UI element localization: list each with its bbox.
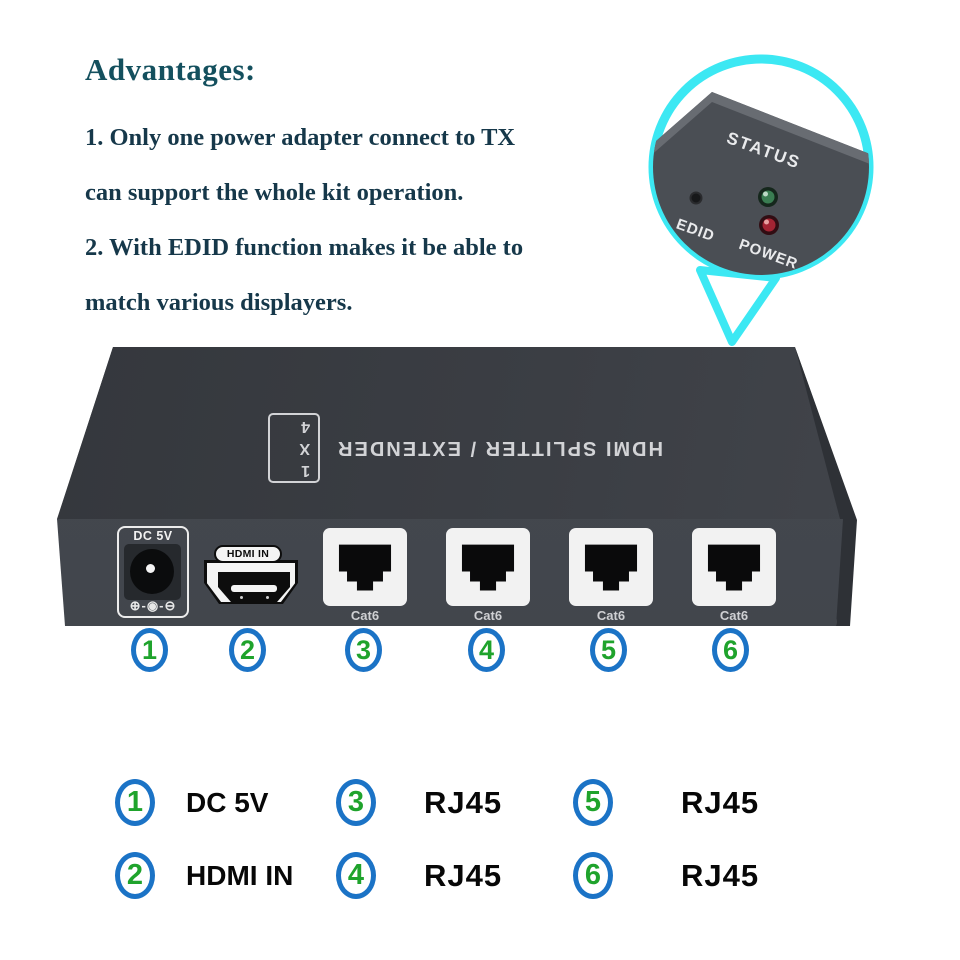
cat6-caption: Cat6 [719, 608, 749, 623]
cat6-caption: Cat6 [596, 608, 626, 623]
advantage-line-1: 1. Only one power adapter connect to TX [85, 124, 516, 151]
dc-jack [124, 544, 181, 600]
hdmi-pin-dot [266, 596, 269, 599]
dc-pin-icon [146, 564, 155, 573]
rj45-port-3 [569, 528, 653, 606]
legend-label-2: HDMI IN [186, 860, 294, 891]
device-corner-face: STATUS EDID POWER [653, 92, 869, 275]
device-model-badge: 1 X 4 [268, 413, 321, 483]
port-number-badge-3: 3 [345, 628, 382, 672]
advantages-heading: Advantages: [85, 52, 256, 87]
callout-tail [696, 266, 780, 346]
legend-number-badge-2: 2 [115, 852, 155, 899]
edid-button-icon [689, 191, 703, 205]
legend-label-3: RJ45 [424, 785, 503, 820]
callout-bubble: STATUS EDID POWER [648, 54, 874, 346]
legend-label-4: RJ45 [424, 858, 503, 893]
rj45-jack-icon [584, 544, 638, 591]
advantage-line-4: match various displayers. [85, 289, 353, 316]
power-led-icon [759, 215, 779, 235]
port-number-badge-5: 5 [590, 628, 627, 672]
legend-number-badge-5: 5 [573, 779, 613, 826]
advantages-section: Advantages: 1. Only one power adapter co… [85, 46, 645, 330]
legend-number-badge-3: 3 [336, 779, 376, 826]
rj45-port-2 [446, 528, 530, 606]
dc-port: DC 5V ⊕-◉-⊖ [117, 526, 189, 618]
device-model-text: HDMI SPLITTER / EXTENDER [336, 437, 663, 460]
hdmi-port-label: HDMI IN [214, 545, 282, 563]
cat6-caption: Cat6 [473, 608, 503, 623]
legend-label-1: DC 5V [186, 787, 269, 818]
rj45-jack-icon [461, 544, 515, 591]
legend-label-5: RJ45 [681, 785, 760, 820]
hdmi-pin-dot [240, 596, 243, 599]
port-number-badge-4: 4 [468, 628, 505, 672]
hdmi-slot [231, 585, 277, 592]
rj45-port-1 [323, 528, 407, 606]
device-top-label: HDMI SPLITTER / EXTENDER 1 X 4 [268, 413, 663, 483]
port-number-badge-2: 2 [229, 628, 266, 672]
hdmi-port [204, 560, 298, 604]
legend-number-badge-6: 6 [573, 852, 613, 899]
dc-port-label: DC 5V [133, 529, 173, 543]
rj45-port-4 [692, 528, 776, 606]
hdmi-connector [207, 563, 295, 602]
rj45-jack-icon [707, 544, 761, 591]
legend-number-badge-4: 4 [336, 852, 376, 899]
rj45-jack-icon [338, 544, 392, 591]
advantage-line-3: 2. With EDID function makes it be able t… [85, 234, 524, 261]
advantage-line-2: can support the whole kit operation. [85, 179, 464, 206]
port-number-badge-6: 6 [712, 628, 749, 672]
status-led-icon [758, 187, 778, 207]
legend-number-badge-1: 1 [115, 779, 155, 826]
legend-label-6: RJ45 [681, 858, 760, 893]
cat6-caption: Cat6 [350, 608, 380, 623]
polarity-icon: ⊕-◉-⊖ [129, 598, 177, 613]
port-number-badge-1: 1 [131, 628, 168, 672]
dc-barrel-icon [130, 549, 174, 594]
